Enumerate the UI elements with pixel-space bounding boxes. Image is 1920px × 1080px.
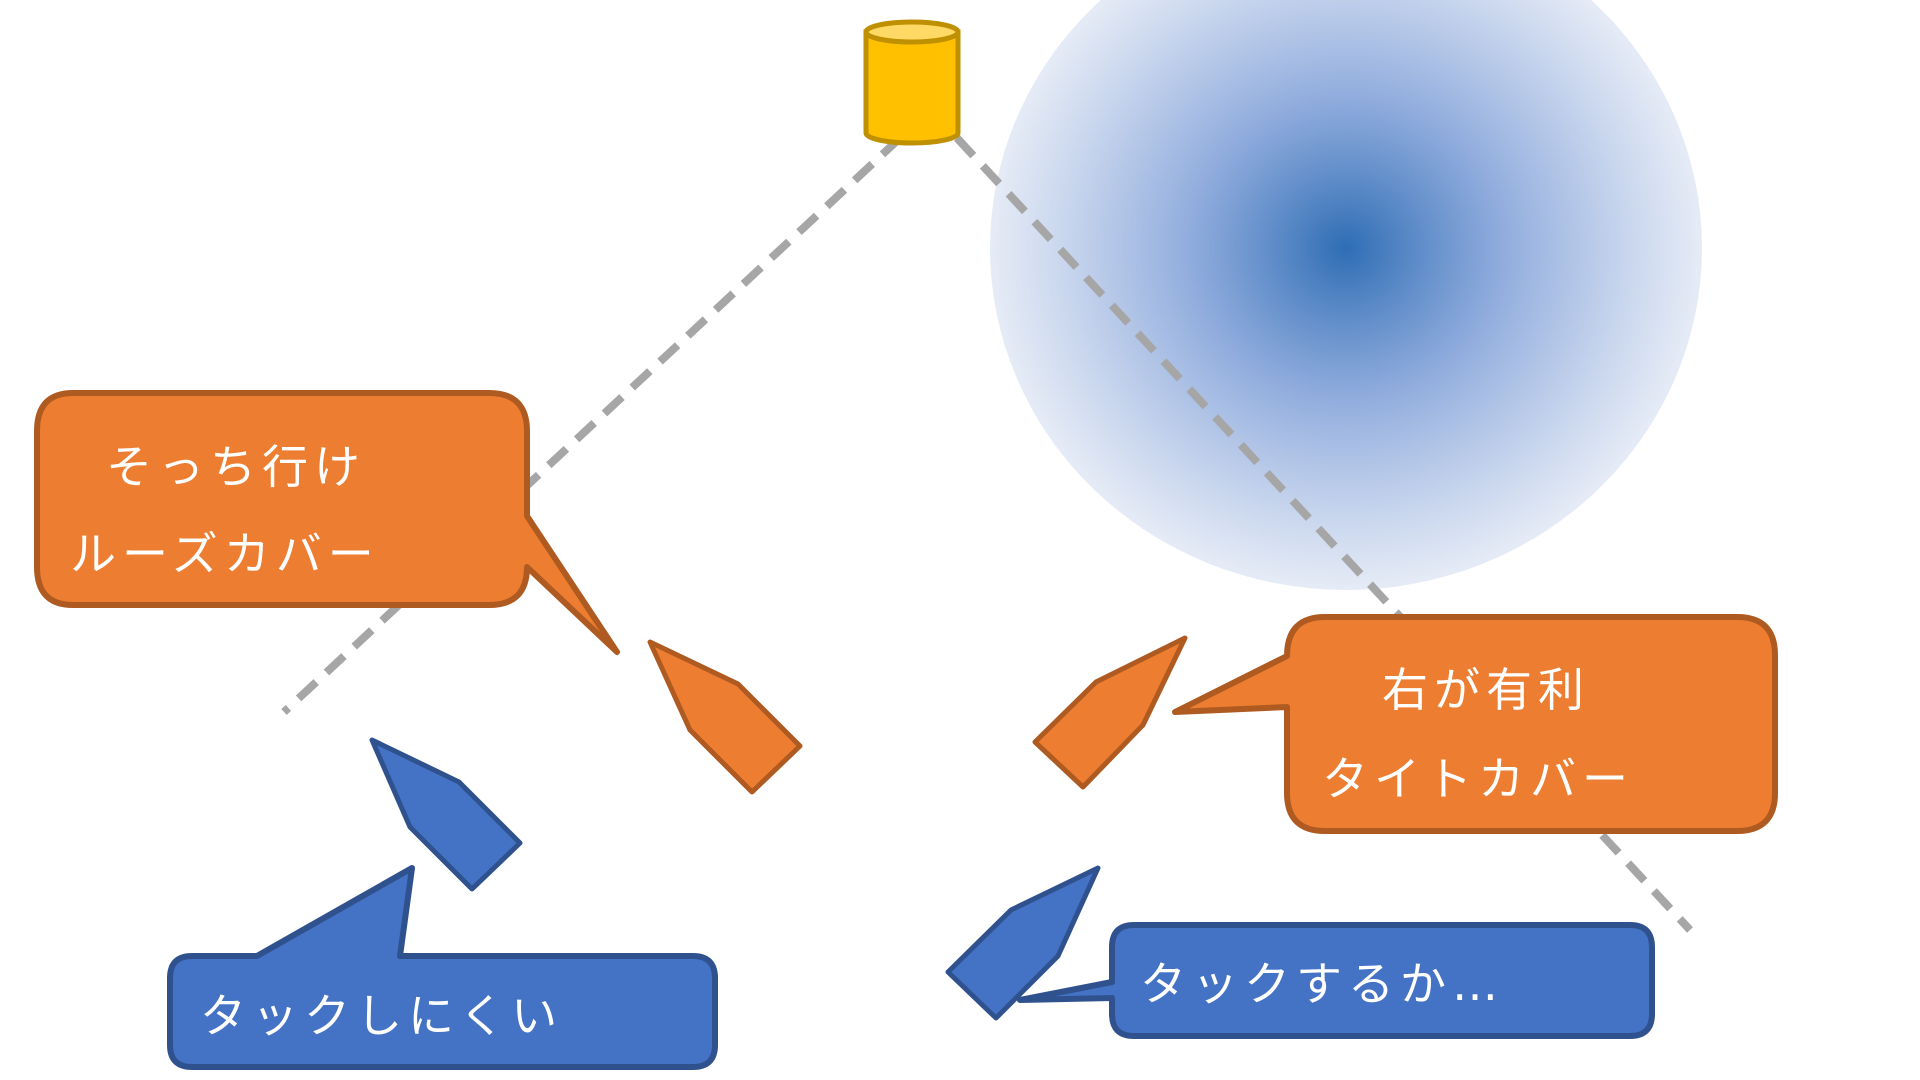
boat-icon [647, 639, 803, 795]
cylinder-mark-icon [863, 19, 961, 146]
boat-icon [369, 737, 523, 892]
callout-hard-to-tack: タックしにくい [167, 865, 718, 1070]
callout-should-tack: タックするか… [1017, 922, 1655, 1039]
boat-icon [1032, 635, 1188, 790]
layline-left [281, 135, 903, 715]
layline-right [954, 135, 1693, 933]
callout-loose-cover-line2: ルーズカバー [70, 527, 380, 581]
callout-tight-cover-line1: 右が有利 [1382, 663, 1590, 717]
callout-loose-cover: そっち行け ルーズカバー [34, 390, 620, 655]
callout-should-tack-text: タックするか… [1140, 957, 1504, 1011]
boat-icon [945, 865, 1101, 1021]
wind-pressure-area [990, 0, 1702, 590]
callout-loose-cover-line1: そっち行け [106, 440, 366, 494]
callout-hard-to-tack-text: タックしにくい [200, 989, 563, 1043]
callout-tight-cover: 右が有利 タイトカバー [1172, 614, 1778, 834]
callout-tight-cover-line2: タイトカバー [1322, 752, 1634, 806]
